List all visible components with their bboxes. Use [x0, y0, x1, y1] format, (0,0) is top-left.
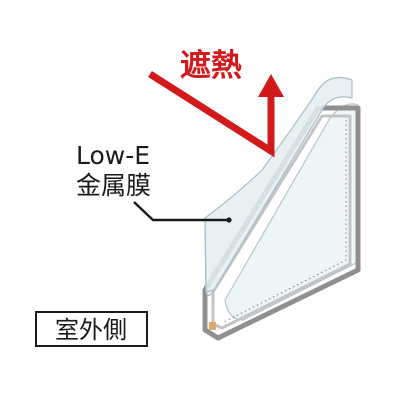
- outdoor-side-box: [35, 311, 148, 347]
- callout-dot: [226, 217, 232, 223]
- outer-glass-pane: [204, 77, 353, 297]
- outdoor-side-label: 室外側: [55, 316, 127, 344]
- metal-film-label: 金属膜: [76, 171, 151, 200]
- sealant-corner: [209, 322, 216, 330]
- heat-reflection-arrow: [148, 71, 275, 158]
- heat-arrow-head: [258, 74, 284, 97]
- low-e-label: Low-E: [76, 141, 150, 170]
- glass-front-face: [204, 217, 215, 293]
- callout-leader-line: [133, 201, 228, 222]
- desiccant-dots: [223, 120, 347, 323]
- heat-shield-label: 遮熱: [180, 48, 242, 84]
